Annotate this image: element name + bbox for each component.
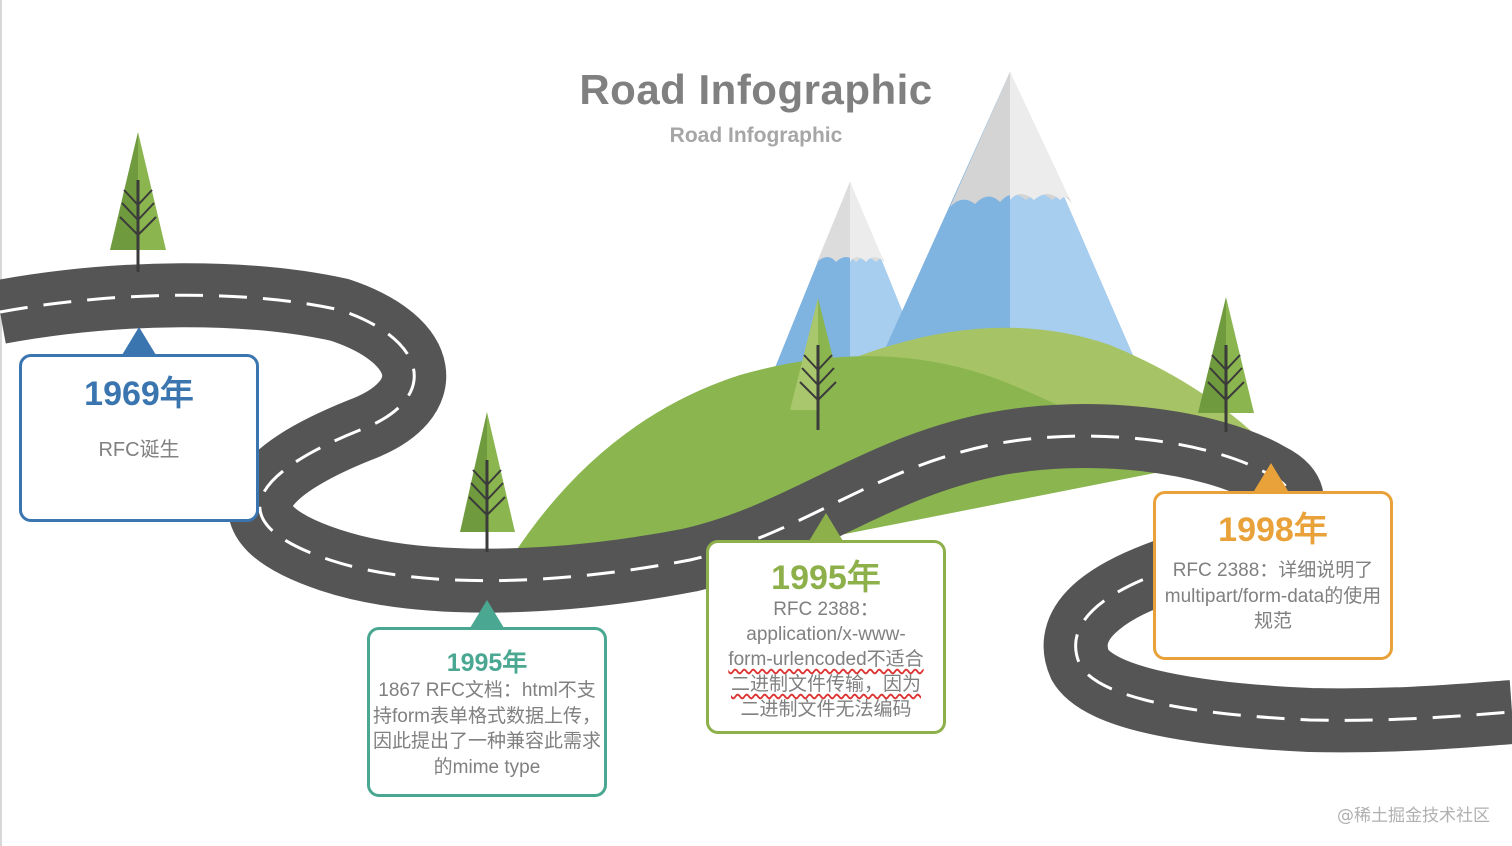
tree-right <box>1198 297 1254 432</box>
watermark: @稀土掘金技术社区 <box>1337 806 1490 826</box>
page-subtitle: Road Infographic <box>669 124 843 147</box>
milestone-desc: 1867 RFC文档：html不支持form表单格式数据上传，因此提出了一种兼容… <box>372 680 601 778</box>
milestone-year: 1995年 <box>771 559 881 597</box>
milestone-desc-line: 二进制文件传输，因为 <box>730 674 921 695</box>
milestone-card-1995b: 1995年 RFC 2388： application/x-www- form-… <box>706 540 946 734</box>
milestone-card-1995a: 1995年 1867 RFC文档：html不支持form表单格式数据上传，因此提… <box>367 627 607 797</box>
milestone-desc-line: 二进制文件无法编码 <box>740 699 912 720</box>
winding-road <box>0 263 1512 753</box>
milestone-1995b-pointer <box>809 513 843 541</box>
tree-hill <box>790 298 846 430</box>
small-mountain-snow-light <box>850 182 884 262</box>
road-center-line <box>0 293 1512 722</box>
milestone-desc-line: application/x-www- <box>746 624 906 645</box>
milestone-year: 1969年 <box>84 375 194 413</box>
milestone-desc: RFC诞生 <box>98 439 180 461</box>
milestone-desc: RFC 2388：详细说明了multipart/form-data的使用规范 <box>1164 560 1382 632</box>
milestone-year: 1995年 <box>446 649 528 677</box>
milestone-1998-pointer <box>1254 463 1288 491</box>
tree-road-middle <box>460 412 515 552</box>
milestone-1995a-pointer <box>470 600 504 628</box>
milestone-desc-line: form-urlencoded不适合 <box>728 649 924 670</box>
milestone-1969-pointer <box>122 327 156 355</box>
page-title: Road Infographic <box>579 66 933 113</box>
tree-1969 <box>110 132 166 272</box>
milestone-card-1969: 1969年 RFC诞生 <box>19 354 259 522</box>
large-mountain-snow-light <box>1010 72 1072 204</box>
mountains <box>770 72 1135 380</box>
milestone-year: 1998年 <box>1218 511 1328 549</box>
milestone-card-1998: 1998年 RFC 2388：详细说明了multipart/form-data的… <box>1153 491 1393 660</box>
milestone-desc-line: RFC 2388： <box>773 599 879 620</box>
